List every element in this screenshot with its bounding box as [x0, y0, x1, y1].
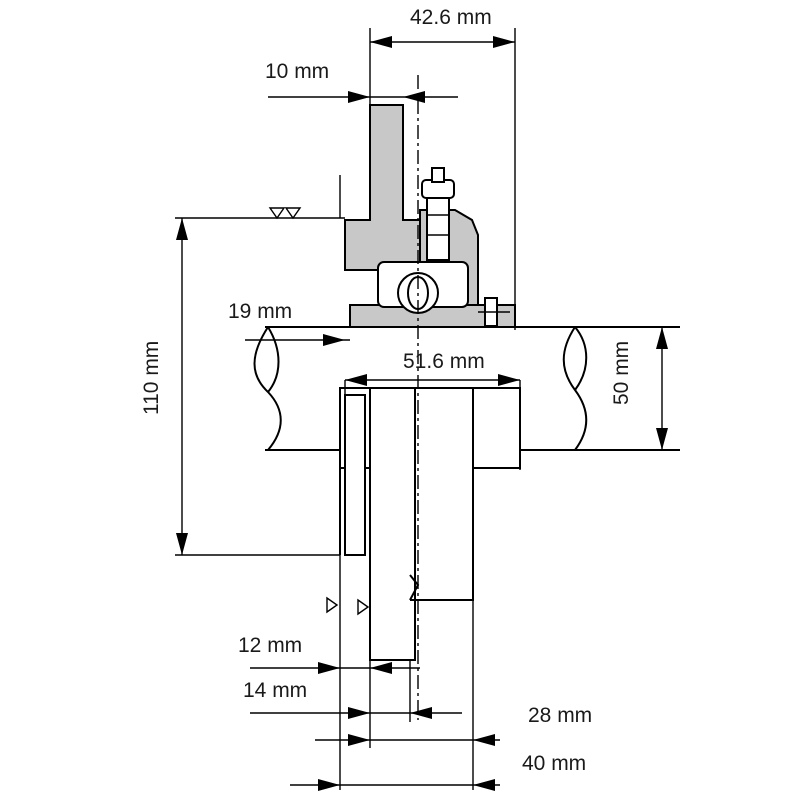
dim-offset-19-label: 19 mm	[228, 300, 292, 323]
dim-12-label: 12 mm	[238, 634, 302, 657]
dim-bore: 50 mm	[610, 327, 668, 450]
dim-height-label: 110 mm	[140, 341, 163, 415]
set-screw	[478, 297, 510, 327]
dim-28-label: 28 mm	[528, 704, 592, 727]
dim-flange-thickness: 10 mm	[265, 60, 458, 103]
dim-40-label: 40 mm	[522, 752, 586, 775]
dim-top-width-label: 42.6 mm	[410, 6, 492, 29]
lower-stem	[369, 387, 474, 661]
dim-base-width-label: 51.6 mm	[403, 350, 485, 373]
extension-lines	[175, 28, 521, 790]
dim-14-label: 14 mm	[243, 679, 307, 702]
dim-14: 14 mm	[243, 679, 462, 719]
dim-height: 110 mm	[140, 218, 188, 555]
grease-nipple	[421, 167, 455, 261]
dim-bore-label: 50 mm	[610, 341, 633, 405]
dim-12: 12 mm	[238, 634, 420, 674]
surface-finish-symbols	[268, 207, 370, 616]
dim-flange-thickness-label: 10 mm	[265, 60, 329, 83]
dim-base-width: 51.6 mm	[345, 350, 520, 386]
dim-top-width: 42.6 mm	[370, 6, 515, 48]
dim-offset-19: 19 mm	[228, 300, 350, 346]
dim-40: 40 mm	[290, 752, 586, 791]
dim-28: 28 mm	[315, 704, 592, 746]
